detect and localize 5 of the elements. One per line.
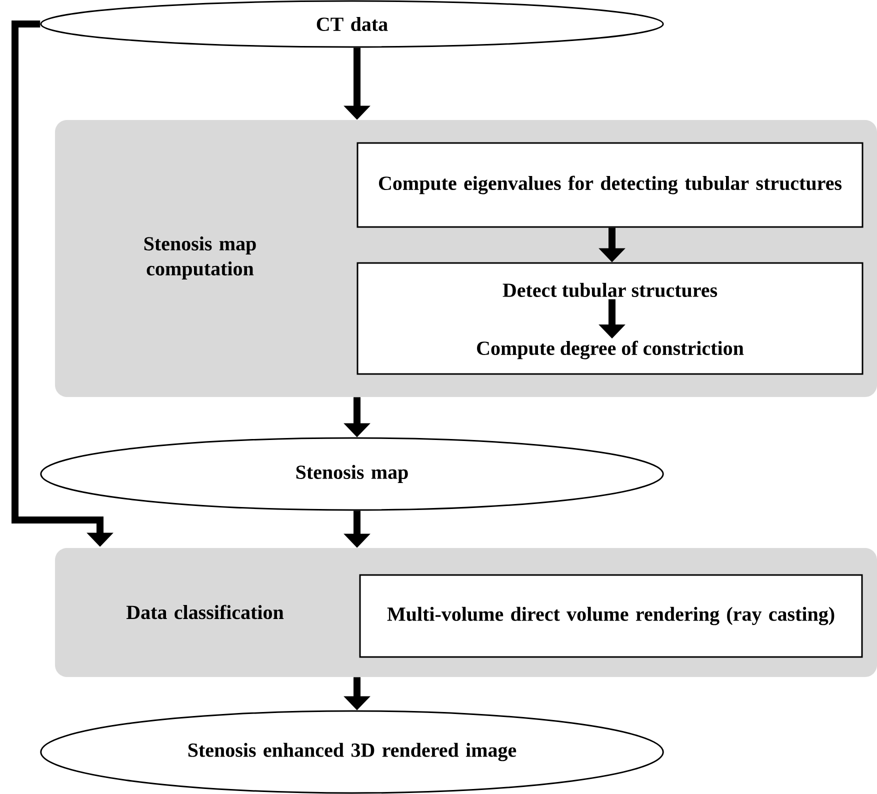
step-text: Detect tubular structures	[502, 282, 718, 298]
process-box: Multi-volume direct volume rendering (ray casting)	[359, 574, 863, 658]
box-frame	[356, 262, 864, 375]
step-text: Compute degree of constriction	[477, 340, 744, 360]
process-box: Compute eigenvalues for detecting tubular structures	[356, 142, 864, 228]
